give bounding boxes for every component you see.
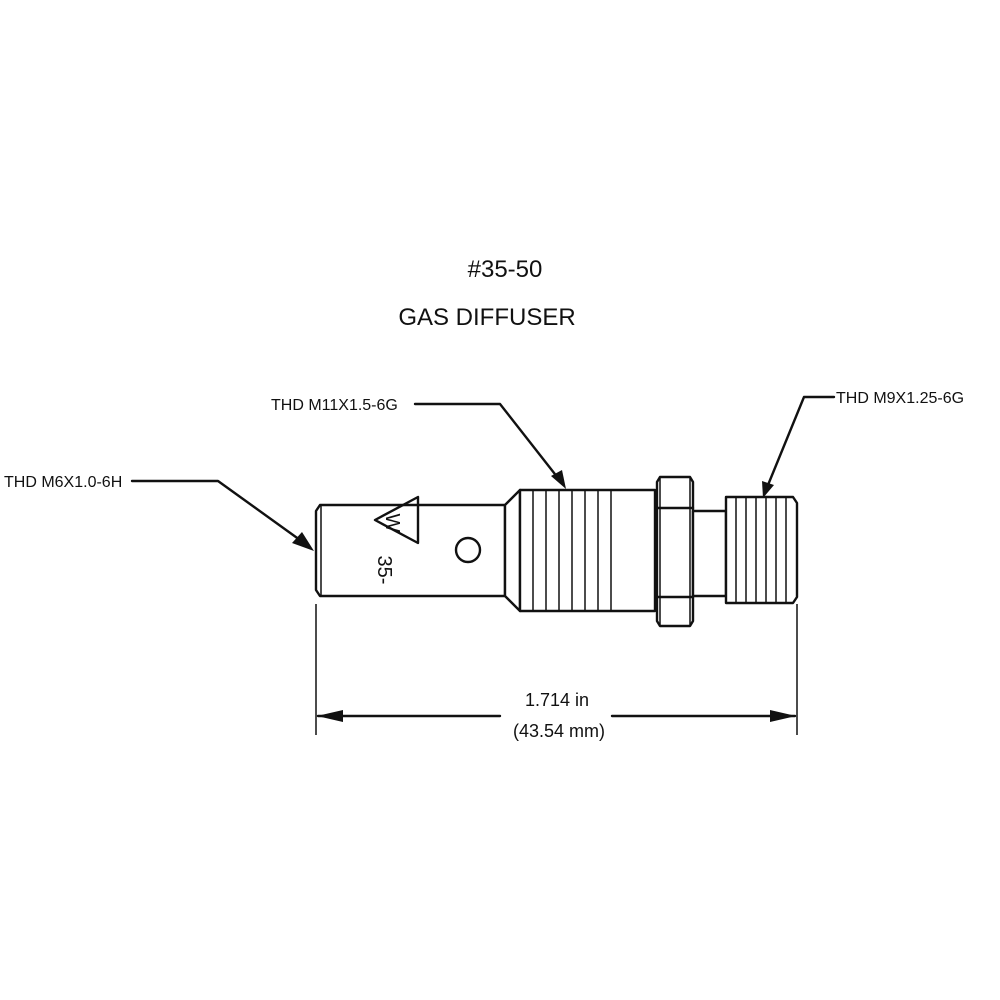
dimension-inches: 1.714 in <box>525 690 589 710</box>
part-name: GAS DIFFUSER <box>398 304 575 331</box>
part-number: #35-50 <box>468 256 543 283</box>
leader-left <box>130 479 302 542</box>
callout-middle-thread: THD M11X1.5-6G <box>271 397 398 414</box>
overall-length-dimension <box>315 604 798 735</box>
body-number: 35- <box>373 556 395 585</box>
callout-left-thread: THD M6X1.0-6H <box>4 474 122 491</box>
dimension-arrow-left <box>317 710 343 722</box>
diffuser-body <box>314 475 799 628</box>
m11-thread-section <box>518 488 657 613</box>
leader-right <box>766 395 836 487</box>
leader-left-arrowhead <box>292 532 314 551</box>
m9-thread-section <box>724 495 799 605</box>
thread-transition <box>503 488 522 613</box>
body-marking <box>373 495 420 545</box>
callout-right-thread: THD M9X1.25-6G <box>836 390 964 407</box>
neck <box>691 509 728 598</box>
left-shank <box>314 503 507 598</box>
gas-hole <box>454 536 482 564</box>
dimension-arrow-right <box>770 710 796 722</box>
hex-nut <box>655 475 695 628</box>
triangle-logo-icon <box>373 495 420 545</box>
leader-middle <box>413 402 560 480</box>
dimension-millimeters: (43.54 mm) <box>513 721 605 741</box>
leader-middle-arrowhead <box>551 470 566 489</box>
logo-letter: W <box>381 514 403 533</box>
leader-right-arrowhead <box>762 481 774 498</box>
